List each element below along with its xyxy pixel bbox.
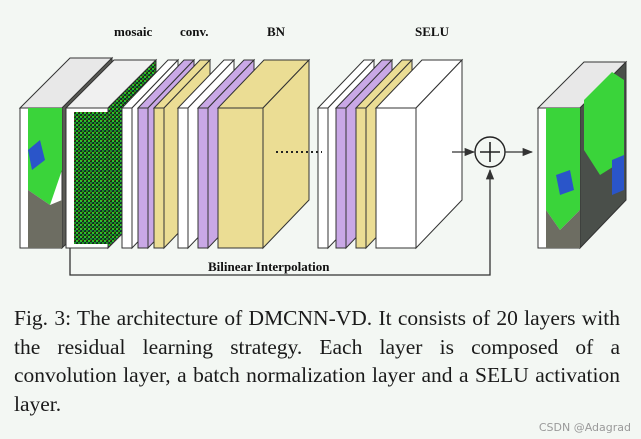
label-bilinear-interpolation: Bilinear Interpolation <box>208 259 330 274</box>
skip-connection <box>69 168 495 276</box>
bn-layer <box>216 58 311 250</box>
plus-circle-icon <box>474 136 506 168</box>
label-conv: conv. <box>180 24 209 39</box>
mosaic-image <box>64 58 158 250</box>
output-image <box>536 60 628 250</box>
label-bn: BN <box>267 24 286 39</box>
label-selu: SELU <box>415 24 450 39</box>
label-mosaic: mosaic <box>114 24 153 39</box>
architecture-diagram: mosaic conv. BN SELU Bilinear Interpolat… <box>18 24 628 276</box>
watermark: CSDN @Adagrad <box>538 421 631 434</box>
selu-layer <box>374 58 464 250</box>
figure-caption: Fig. 3: The architecture of DMCNN-VD. It… <box>14 306 620 416</box>
layer-stack <box>120 58 464 250</box>
